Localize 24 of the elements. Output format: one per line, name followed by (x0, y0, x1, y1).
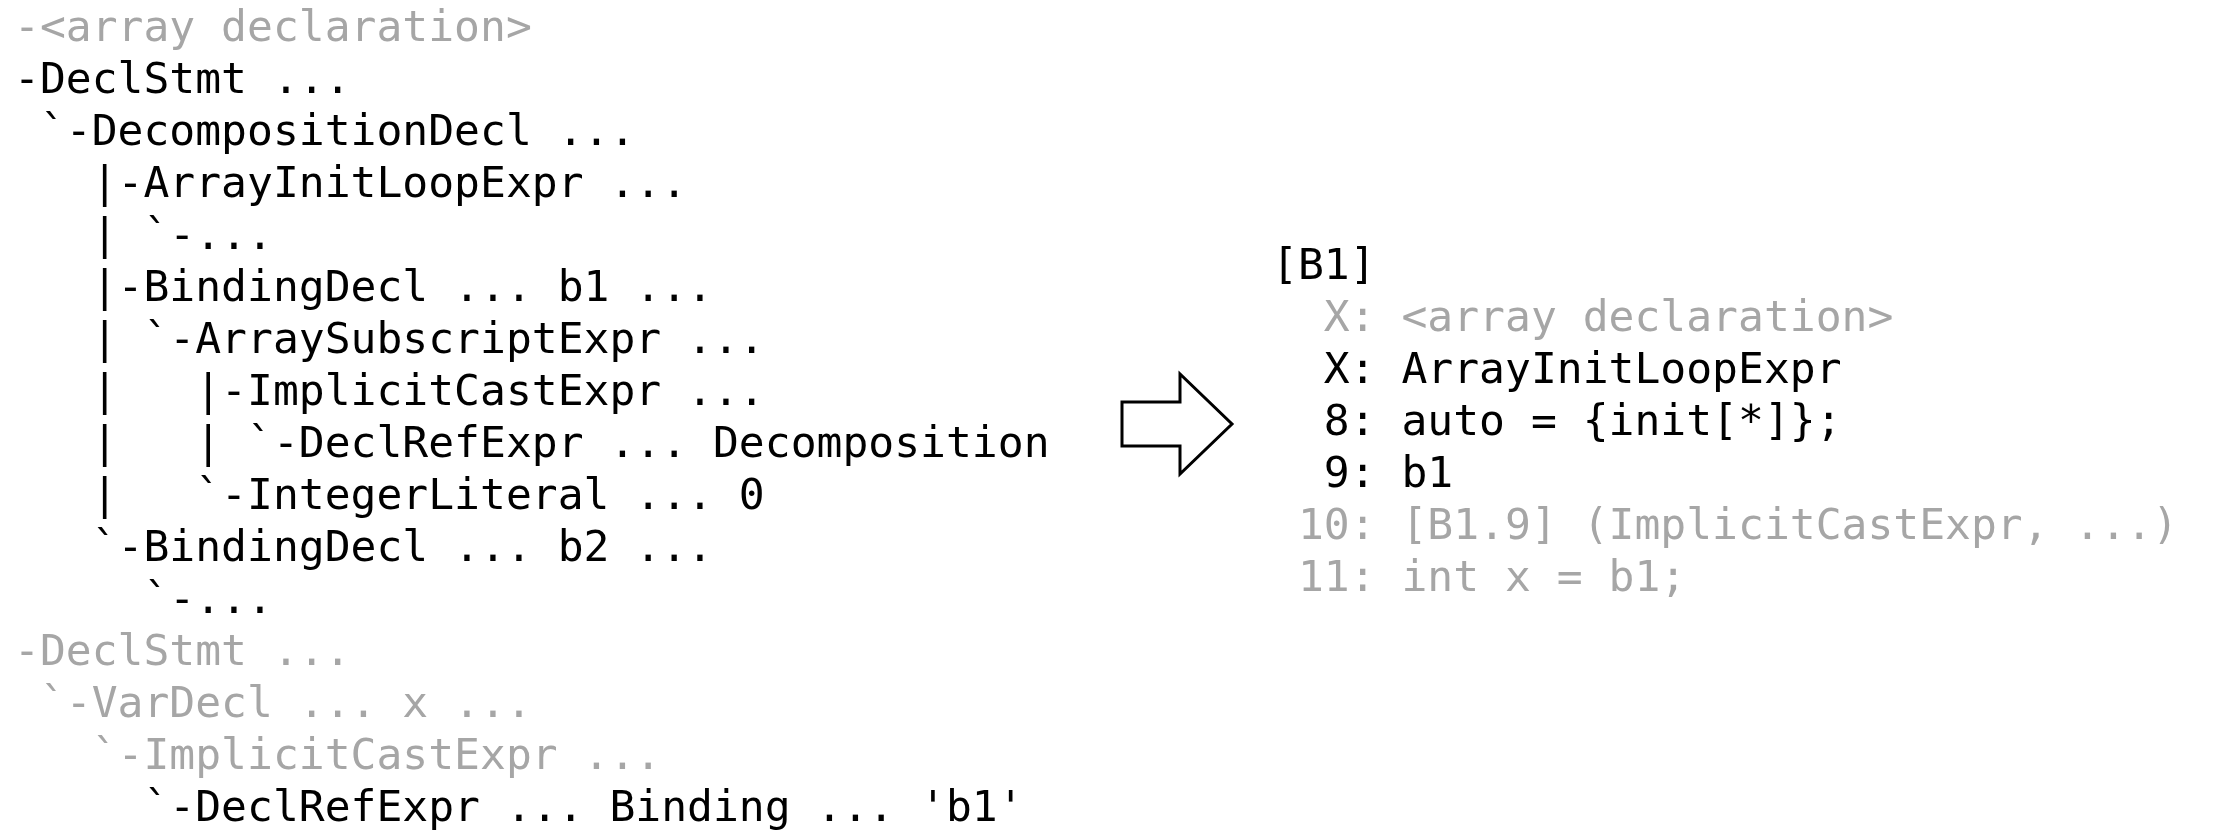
code-line: | |-ImplicitCastExpr ... (90, 364, 765, 416)
code-line: |-ArrayInitLoopExpr ... (90, 156, 688, 208)
code-line: 9: b1 (1322, 446, 1454, 498)
code-line: `-VarDecl ... x ... (38, 676, 532, 728)
code-line: | `-... (90, 208, 273, 260)
code-line: X: ArrayInitLoopExpr (1322, 342, 1842, 394)
code-line: -DeclStmt ... (14, 52, 351, 104)
code-line: 11: int x = b1; (1296, 550, 1687, 602)
code-line: `-ImplicitCastExpr ... (90, 728, 662, 780)
code-line: | `-ArraySubscriptExpr ... (90, 312, 765, 364)
code-line: | | `-DeclRefExpr ... Decomposition (90, 416, 1050, 468)
code-line: `-BindingDecl ... b2 ... (90, 520, 713, 572)
code-line: |-BindingDecl ... b1 ... (90, 260, 713, 312)
code-line: -DeclStmt ... (14, 624, 351, 676)
code-line: 8: auto = {init[*]}; (1322, 394, 1842, 446)
code-line: [B1] (1272, 238, 1376, 290)
code-line: | `-IntegerLiteral ... 0 (90, 468, 765, 520)
code-line: 10: [B1.9] (ImplicitCastExpr, ...) (1296, 498, 2179, 550)
code-line: -<array declaration> (14, 0, 532, 52)
code-line: X: <array declaration> (1322, 290, 1894, 342)
code-line: `-DeclRefExpr ... Binding ... 'b1' (142, 780, 1024, 832)
block-arrow (1120, 370, 1235, 478)
code-line: `-DecompositionDecl ... (38, 104, 636, 156)
code-line: `-... (142, 572, 273, 624)
